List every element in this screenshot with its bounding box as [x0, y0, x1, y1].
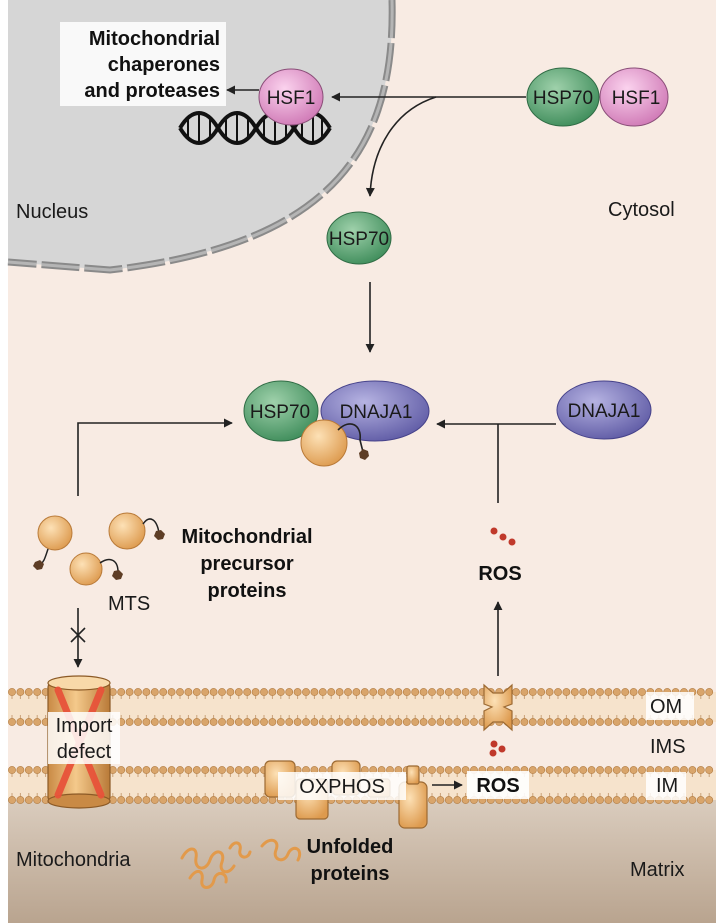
nucleus-label: Nucleus	[16, 201, 88, 223]
mts-label: MTS	[108, 593, 150, 615]
matrix-label: Matrix	[630, 859, 684, 881]
hsp70-bound-protein	[243, 380, 319, 442]
unfolded-label-line2: proteins	[311, 863, 390, 885]
chaperones-label-line3: and proteases	[84, 80, 220, 102]
dnaja1-bound-protein	[320, 380, 430, 442]
precursor-proteins	[33, 512, 165, 586]
chaperones-label-line2: chaperones	[108, 54, 220, 76]
complex-to-hsp70-arrow	[365, 96, 437, 197]
bound-mts-tag	[359, 449, 369, 460]
im-label-bg	[646, 772, 686, 800]
hsp70-complex-label: HSP70	[533, 88, 593, 109]
chaperones-label-line1: Mitochondrial	[89, 28, 220, 50]
bound-precursor-protein	[300, 419, 348, 467]
dna-helix	[178, 111, 332, 145]
precursor-to-complex-arrow	[77, 418, 233, 496]
import-defect-label-bg	[48, 712, 120, 764]
hsp70-free-label: HSP70	[329, 229, 389, 250]
bound-mts-tail	[337, 423, 364, 453]
hsf1-nucleus-protein	[258, 68, 324, 126]
ims-label: IMS	[650, 736, 686, 758]
om-label: OM	[650, 696, 682, 718]
precursor-label-line2: precursor	[200, 553, 294, 575]
hsp70-complex-protein	[526, 67, 600, 127]
oxphos-label-bg	[278, 772, 406, 800]
dnaja1-free-protein	[556, 380, 652, 440]
ros-upper-dots	[490, 527, 516, 546]
oxphos-label: OXPHOS	[299, 776, 385, 798]
chaperones-label-bg	[60, 22, 226, 106]
hsp70-bound-label: HSP70	[250, 402, 310, 423]
dnaja1-free-label: DNAJA1	[568, 401, 641, 422]
hsf1-complex-protein	[599, 67, 669, 127]
import-defect-label-line1: Import	[56, 715, 113, 737]
precursor-label-line1: Mitochondrial	[181, 526, 312, 548]
ros-lower-dots	[489, 740, 506, 757]
hsf1-nucleus-label: HSF1	[267, 88, 316, 109]
om-channel	[483, 683, 513, 732]
im-label: IM	[656, 775, 678, 797]
unfolded-label-line1: Unfolded	[307, 836, 394, 858]
cytosol-label: Cytosol	[608, 199, 675, 221]
ros-lower-label: ROS	[476, 775, 519, 797]
unfolded-proteins	[180, 838, 302, 889]
ros-lower-label-bg	[467, 771, 529, 799]
hsp70-free-protein	[326, 211, 392, 265]
mitochondria-label: Mitochondria	[16, 849, 131, 871]
ros-upper-label: ROS	[478, 563, 521, 585]
matrix-background	[8, 788, 716, 923]
import-defect-label-line2: defect	[57, 741, 112, 763]
block-cross-icon	[70, 627, 86, 643]
dnaja1-bound-label: DNAJA1	[340, 402, 413, 423]
precursor-label-line3: proteins	[208, 580, 287, 602]
om-label-bg	[646, 692, 694, 720]
hsf1-complex-label: HSF1	[612, 88, 661, 109]
